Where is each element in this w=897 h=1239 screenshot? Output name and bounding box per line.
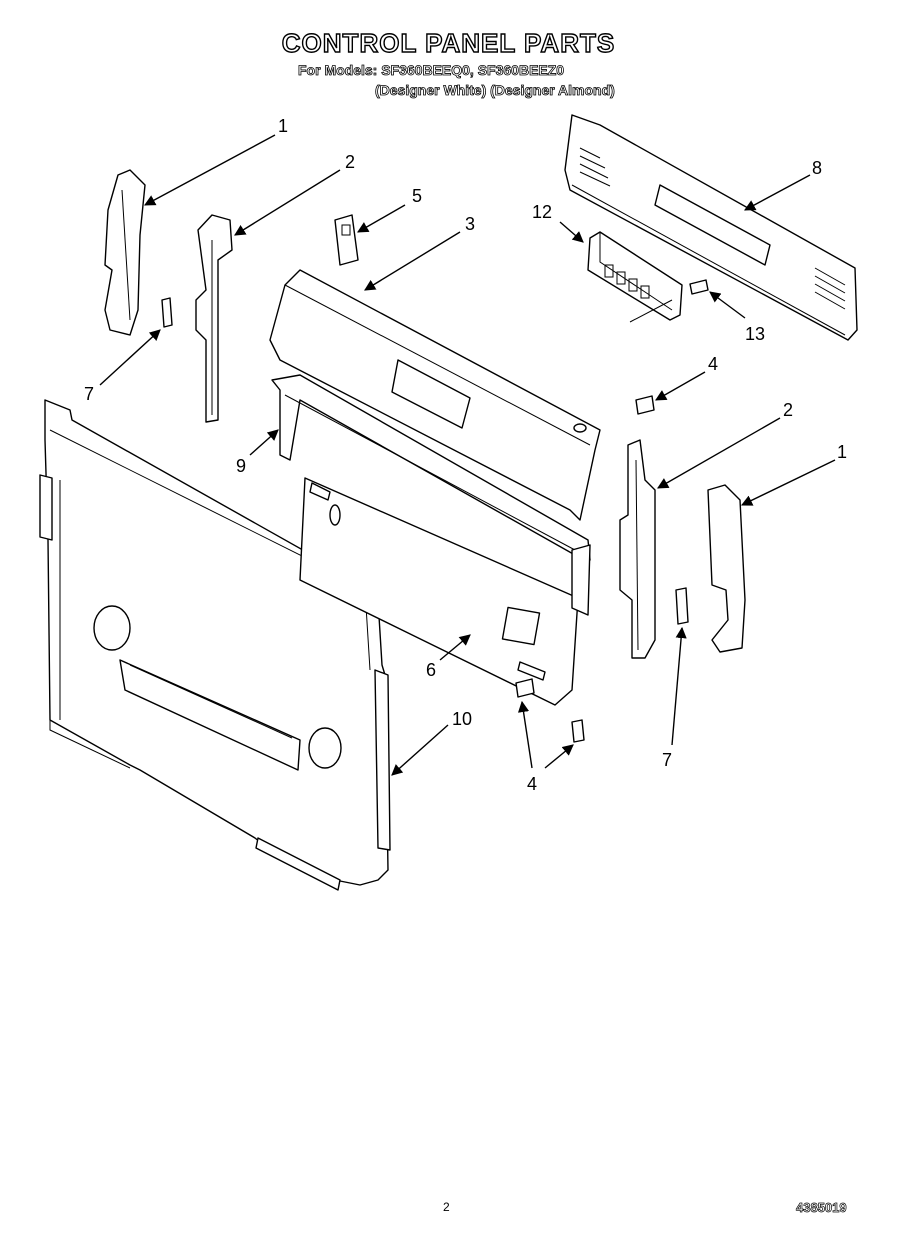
callout-1-right: 1 [837, 442, 847, 462]
part-13-screw [689, 279, 709, 295]
callout-10: 10 [452, 709, 472, 729]
callout-1-left: 1 [278, 116, 288, 136]
callout-2-right: 2 [783, 400, 793, 420]
callout-3: 3 [465, 214, 475, 234]
callout-4-top: 4 [708, 354, 718, 374]
callout-7-right: 7 [662, 750, 672, 770]
part-8-vent-panel [564, 114, 858, 341]
callout-13: 13 [745, 324, 765, 344]
part-9-bracket [271, 374, 591, 616]
page-title: CONTROL PANEL PARTS [281, 27, 616, 58]
part-12-control-module [587, 231, 683, 323]
part-2-left-side-bracket [195, 214, 233, 423]
callout-7-left: 7 [84, 384, 94, 404]
part-4-screws [515, 395, 655, 743]
part-7-left-clip [161, 297, 173, 328]
page-number: 2 [443, 1200, 450, 1214]
part-10-rear-panel [39, 399, 391, 891]
callout-4-bottom: 4 [527, 774, 537, 794]
document-number: 4385019 [796, 1200, 847, 1216]
variants-line: (Designer White) (Designer Almond) [375, 82, 616, 99]
part-3-control-panel [269, 269, 601, 521]
part-1-left-end-cap [104, 169, 146, 336]
part-5-clip [334, 214, 359, 266]
callout-9: 9 [236, 456, 246, 476]
models-line: For Models: SF360BEEQ0, SF360BEEZ0 [298, 62, 565, 79]
leader-lines [99, 134, 836, 776]
part-7-right-clip [675, 587, 689, 625]
callout-12: 12 [532, 202, 552, 222]
part-6-panel-insert [299, 477, 579, 706]
callout-8: 8 [812, 158, 822, 178]
callout-5: 5 [412, 186, 422, 206]
part-1-right-end-cap [707, 484, 746, 653]
part-2-right-side-bracket [619, 439, 656, 659]
callout-2-left: 2 [345, 152, 355, 172]
callout-6: 6 [426, 660, 436, 680]
